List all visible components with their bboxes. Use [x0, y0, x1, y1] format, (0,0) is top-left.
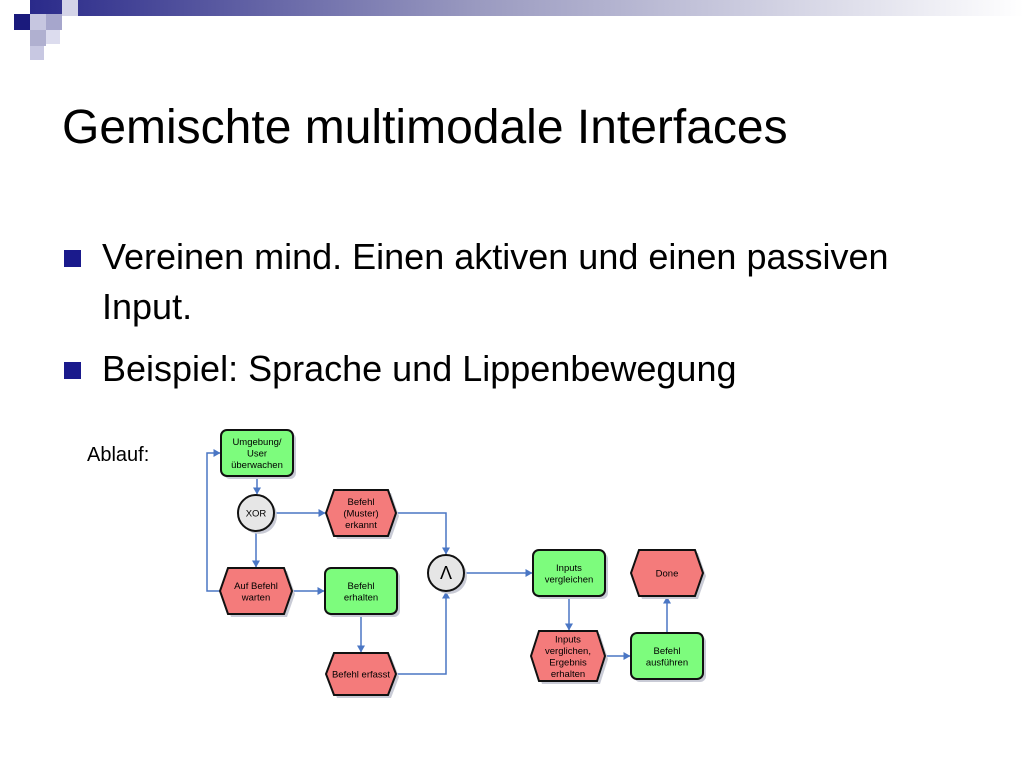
node-label: Auf Befehl	[234, 581, 278, 592]
node-shape	[324, 489, 398, 537]
node-label: vergleichen	[545, 574, 594, 585]
slide-title: Gemischte multimodale Interfaces	[62, 101, 788, 154]
bullet-list: Vereinen mind. Einen aktiven und einen p…	[62, 232, 962, 406]
node-label: ausführen	[646, 657, 688, 668]
node-label: überwachen	[231, 460, 283, 471]
node-label: Inputs	[556, 563, 582, 574]
node-label: XOR	[246, 509, 267, 520]
node-shape	[629, 549, 705, 597]
diagram-nodes: Umgebung/UserüberwachenXORBefehl(Muster)…	[218, 429, 706, 698]
node-shape	[324, 652, 398, 696]
node-label: Umgebung/	[232, 437, 281, 448]
node-xor: XOR	[237, 494, 277, 534]
node-captured: Befehl erfasst	[324, 652, 399, 698]
bullet-square-icon	[64, 362, 81, 379]
node-label: verglichen,	[545, 646, 591, 657]
node-shape	[324, 567, 398, 615]
node-and: Λ	[427, 554, 467, 594]
node-label: Befehl	[348, 497, 375, 508]
node-done: Done	[629, 549, 706, 599]
node-label: Befehl	[348, 581, 375, 592]
node-label: erkannt	[345, 520, 377, 531]
node-shape	[427, 554, 465, 592]
bullet-text: Beispiel: Sprache und Lippenbewegung	[102, 348, 737, 389]
flow-arrow	[396, 591, 450, 675]
node-shape	[237, 494, 275, 532]
node-label: Inputs	[555, 634, 581, 645]
flow-arrow	[206, 449, 221, 592]
bullet-item: Vereinen mind. Einen aktiven und einen p…	[62, 232, 962, 332]
node-pattern: Befehl(Muster)erkannt	[324, 489, 399, 539]
node-shape	[218, 567, 294, 615]
header-decoration	[14, 0, 1024, 60]
node-label: warten	[241, 592, 271, 603]
node-label: erhalten	[551, 669, 585, 680]
node-shape	[529, 630, 607, 682]
flow-arrow	[396, 512, 450, 555]
node-shape	[220, 429, 294, 477]
bullet-square-icon	[64, 250, 81, 267]
node-label: User	[247, 449, 267, 460]
bullet-item: Beispiel: Sprache und Lippenbewegung	[62, 344, 962, 394]
diagram-caption: Ablauf:	[87, 444, 150, 466]
node-label: Done	[656, 569, 679, 580]
node-label: erhalten	[344, 592, 378, 603]
node-label: Ergebnis	[549, 657, 587, 668]
bullet-text: Vereinen mind. Einen aktiven und einen p…	[102, 236, 889, 327]
node-label: Λ	[440, 563, 452, 583]
node-label: Befehl erfasst	[332, 670, 390, 681]
node-shape	[630, 632, 704, 680]
node-label: Befehl	[654, 646, 681, 657]
node-label: (Muster)	[343, 509, 378, 520]
node-shape	[532, 549, 606, 597]
